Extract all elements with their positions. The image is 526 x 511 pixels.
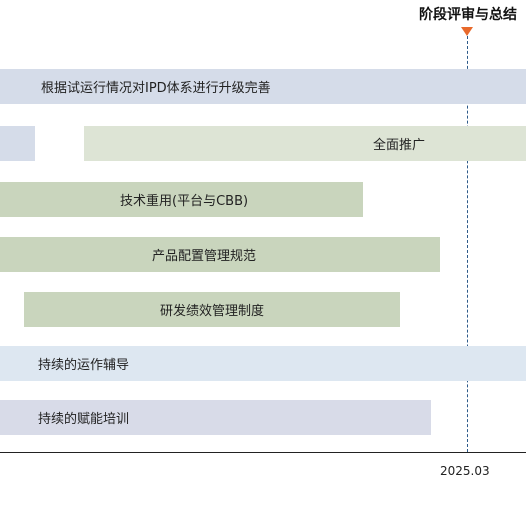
timeline-date-label: 2025.03 <box>440 464 490 478</box>
task-label-enablement-training: 持续的赋能培训 <box>38 412 130 427</box>
task-label-full-rollout: 全面推广 <box>373 138 426 153</box>
task-label-tech-reuse: 技术重用(平台与CBB) <box>120 194 249 209</box>
task-bar-rd-performance[interactable]: 研发绩效管理制度 <box>24 292 400 327</box>
task-label-ops-coaching: 持续的运作辅导 <box>38 358 130 373</box>
milestone-marker-icon <box>461 27 473 36</box>
task-bar-enablement-training[interactable]: 持续的赋能培训 <box>0 400 431 435</box>
task-bar-small[interactable] <box>0 126 35 161</box>
task-bar-tech-reuse[interactable]: 技术重用(平台与CBB) <box>0 182 363 217</box>
timeline-axis <box>0 452 526 453</box>
task-bar-ops-coaching[interactable]: 持续的运作辅导 <box>0 346 526 381</box>
task-label-product-config: 产品配置管理规范 <box>152 249 257 264</box>
milestone-line <box>467 36 468 452</box>
task-label-ipd-upgrade: 根据试运行情况对IPD体系进行升级完善 <box>41 81 271 96</box>
task-bar-product-config[interactable]: 产品配置管理规范 <box>0 237 440 272</box>
milestone-title: 阶段评审与总结 <box>419 7 517 23</box>
task-bar-full-rollout[interactable]: 全面推广 <box>84 126 526 161</box>
task-bar-ipd-upgrade[interactable]: 根据试运行情况对IPD体系进行升级完善 <box>0 69 526 104</box>
task-label-rd-performance: 研发绩效管理制度 <box>160 304 265 319</box>
